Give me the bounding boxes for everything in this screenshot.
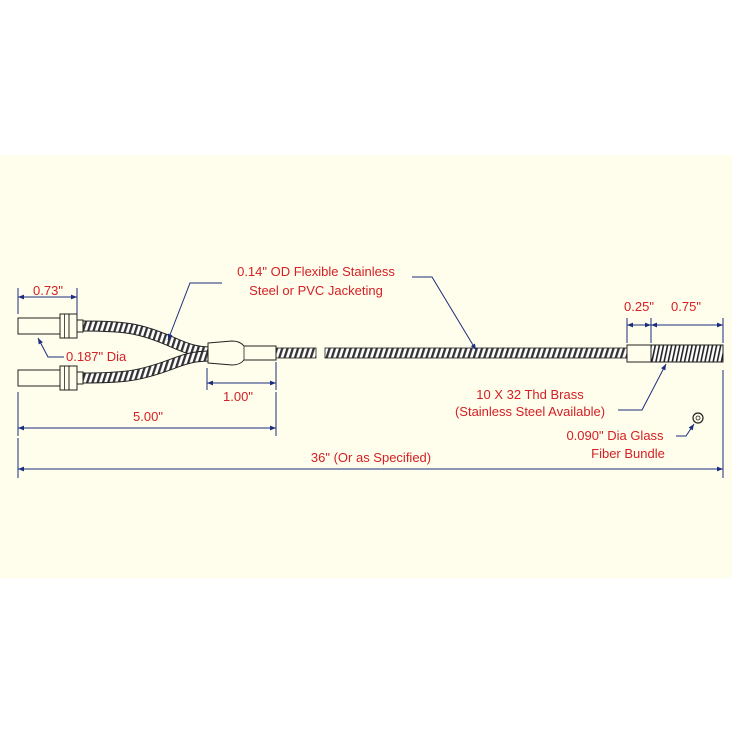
fiber-label-line2: Fiber Bundle [591,446,665,461]
drawing-panel [0,155,732,578]
threaded-end [650,344,724,363]
dim-0-73-label: 0.73" [33,283,63,298]
thread-label-line1: 10 X 32 Thd Brass [476,387,584,402]
thread-label-line2: (Stainless Steel Available) [455,404,605,419]
end-collar [626,344,652,363]
upper-ferrule [17,313,84,339]
jacketing-label-line2: Steel or PVC Jacketing [249,283,383,298]
dim-5-00-label: 5.00" [133,409,163,424]
fiber-bundle-end-view [692,412,704,424]
dim-0-25-label: 0.25" [624,299,654,314]
dim-0-75-label: 0.75" [671,299,701,314]
dim-36-label: 36" (Or as Specified) [311,450,431,465]
splitter-body [207,340,277,366]
hose-segment-short [275,347,317,359]
dimensions [17,276,724,478]
dim-1-00-label: 1.00" [223,389,253,404]
jacketing-label-line1: 0.14" OD Flexible Stainless [237,264,395,279]
fiber-label-line1: 0.090" Dia Glass [566,428,664,443]
dia-0-187-label: 0.187" Dia [66,349,127,364]
cable-jacketing [81,320,628,384]
lower-ferrule [17,365,84,391]
